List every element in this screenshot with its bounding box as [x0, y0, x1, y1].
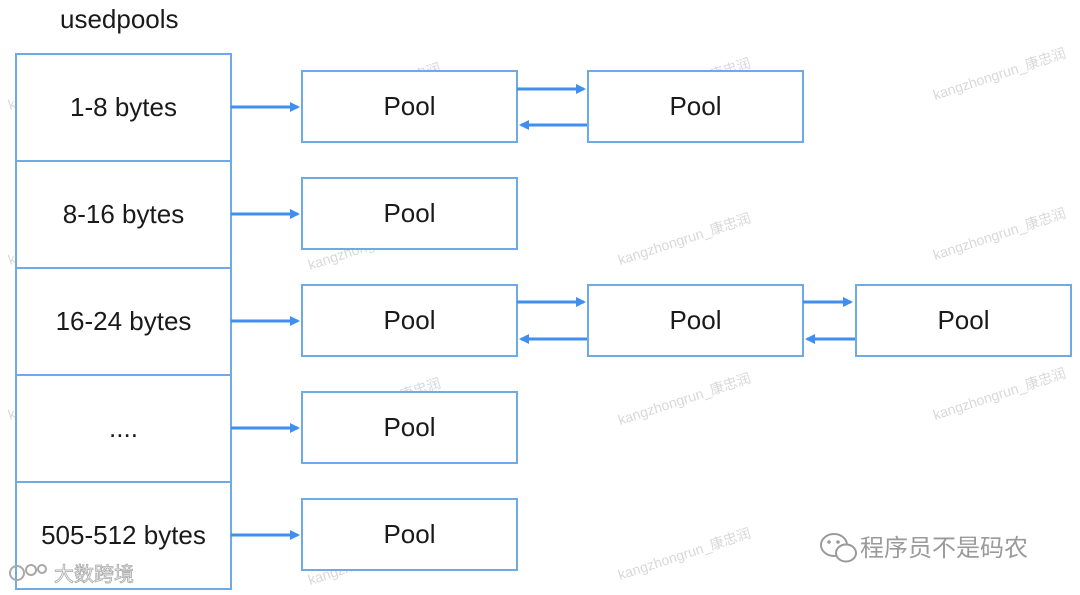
pool-box	[587, 70, 804, 143]
size-class-label-0: 1-8 bytes	[70, 92, 177, 122]
brand-watermark: 大数跨境	[9, 563, 134, 586]
watermark-diagonal: kangzhongrun_康忠润	[616, 370, 753, 428]
size-class-label-1: 8-16 bytes	[63, 199, 184, 229]
pool-row-0: Pool Pool	[231, 70, 804, 143]
brand-logo-icon	[9, 564, 47, 581]
pool-label: Pool	[383, 91, 435, 121]
account-name: 程序员不是码农	[860, 535, 1028, 562]
pool-box	[301, 177, 518, 250]
pool-label: Pool	[669, 305, 721, 335]
size-class-cell-0	[15, 53, 232, 162]
pool-row-1: Pool	[231, 177, 518, 250]
size-class-cell-2	[15, 267, 232, 376]
watermark-diagonal: kangzhongrun_康忠润	[931, 45, 1068, 103]
size-class-label-3: ....	[109, 413, 138, 443]
pool-box	[301, 70, 518, 143]
size-class-column: 1-8 bytes 8-16 bytes 16-24 bytes .... 50…	[15, 53, 232, 590]
pool-label: Pool	[669, 91, 721, 121]
size-class-label-4: 505-512 bytes	[41, 520, 206, 550]
pool-box	[587, 284, 804, 357]
watermark-diagonal: kangzhongrun_康忠润	[616, 525, 753, 583]
pool-box	[301, 284, 518, 357]
wechat-icon	[820, 533, 857, 563]
size-class-cell-4	[15, 481, 232, 590]
pool-row-3: Pool	[231, 391, 518, 464]
pool-box	[855, 284, 1072, 357]
watermark-diagonal: kangzhongrun_康忠润	[931, 365, 1068, 423]
size-class-label-2: 16-24 bytes	[56, 306, 192, 336]
watermark-diagonal: kangzhongrun_康忠润	[931, 205, 1068, 263]
pool-label: Pool	[383, 198, 435, 228]
pool-label: Pool	[383, 305, 435, 335]
diagram-title: usedpools	[60, 4, 179, 34]
account-watermark: 程序员不是码农	[820, 533, 1028, 563]
pool-label: Pool	[383, 412, 435, 442]
pool-row-4: Pool	[231, 498, 518, 571]
pool-box	[301, 498, 518, 571]
watermark-diagonal: kangzhongrun_康忠润	[616, 210, 753, 268]
brand-name: 大数跨境	[54, 563, 134, 586]
pool-box	[301, 391, 518, 464]
pool-row-2: Pool Pool Pool	[231, 284, 1072, 357]
pool-label: Pool	[383, 519, 435, 549]
pool-label: Pool	[937, 305, 989, 335]
size-class-cell-3	[15, 374, 232, 483]
